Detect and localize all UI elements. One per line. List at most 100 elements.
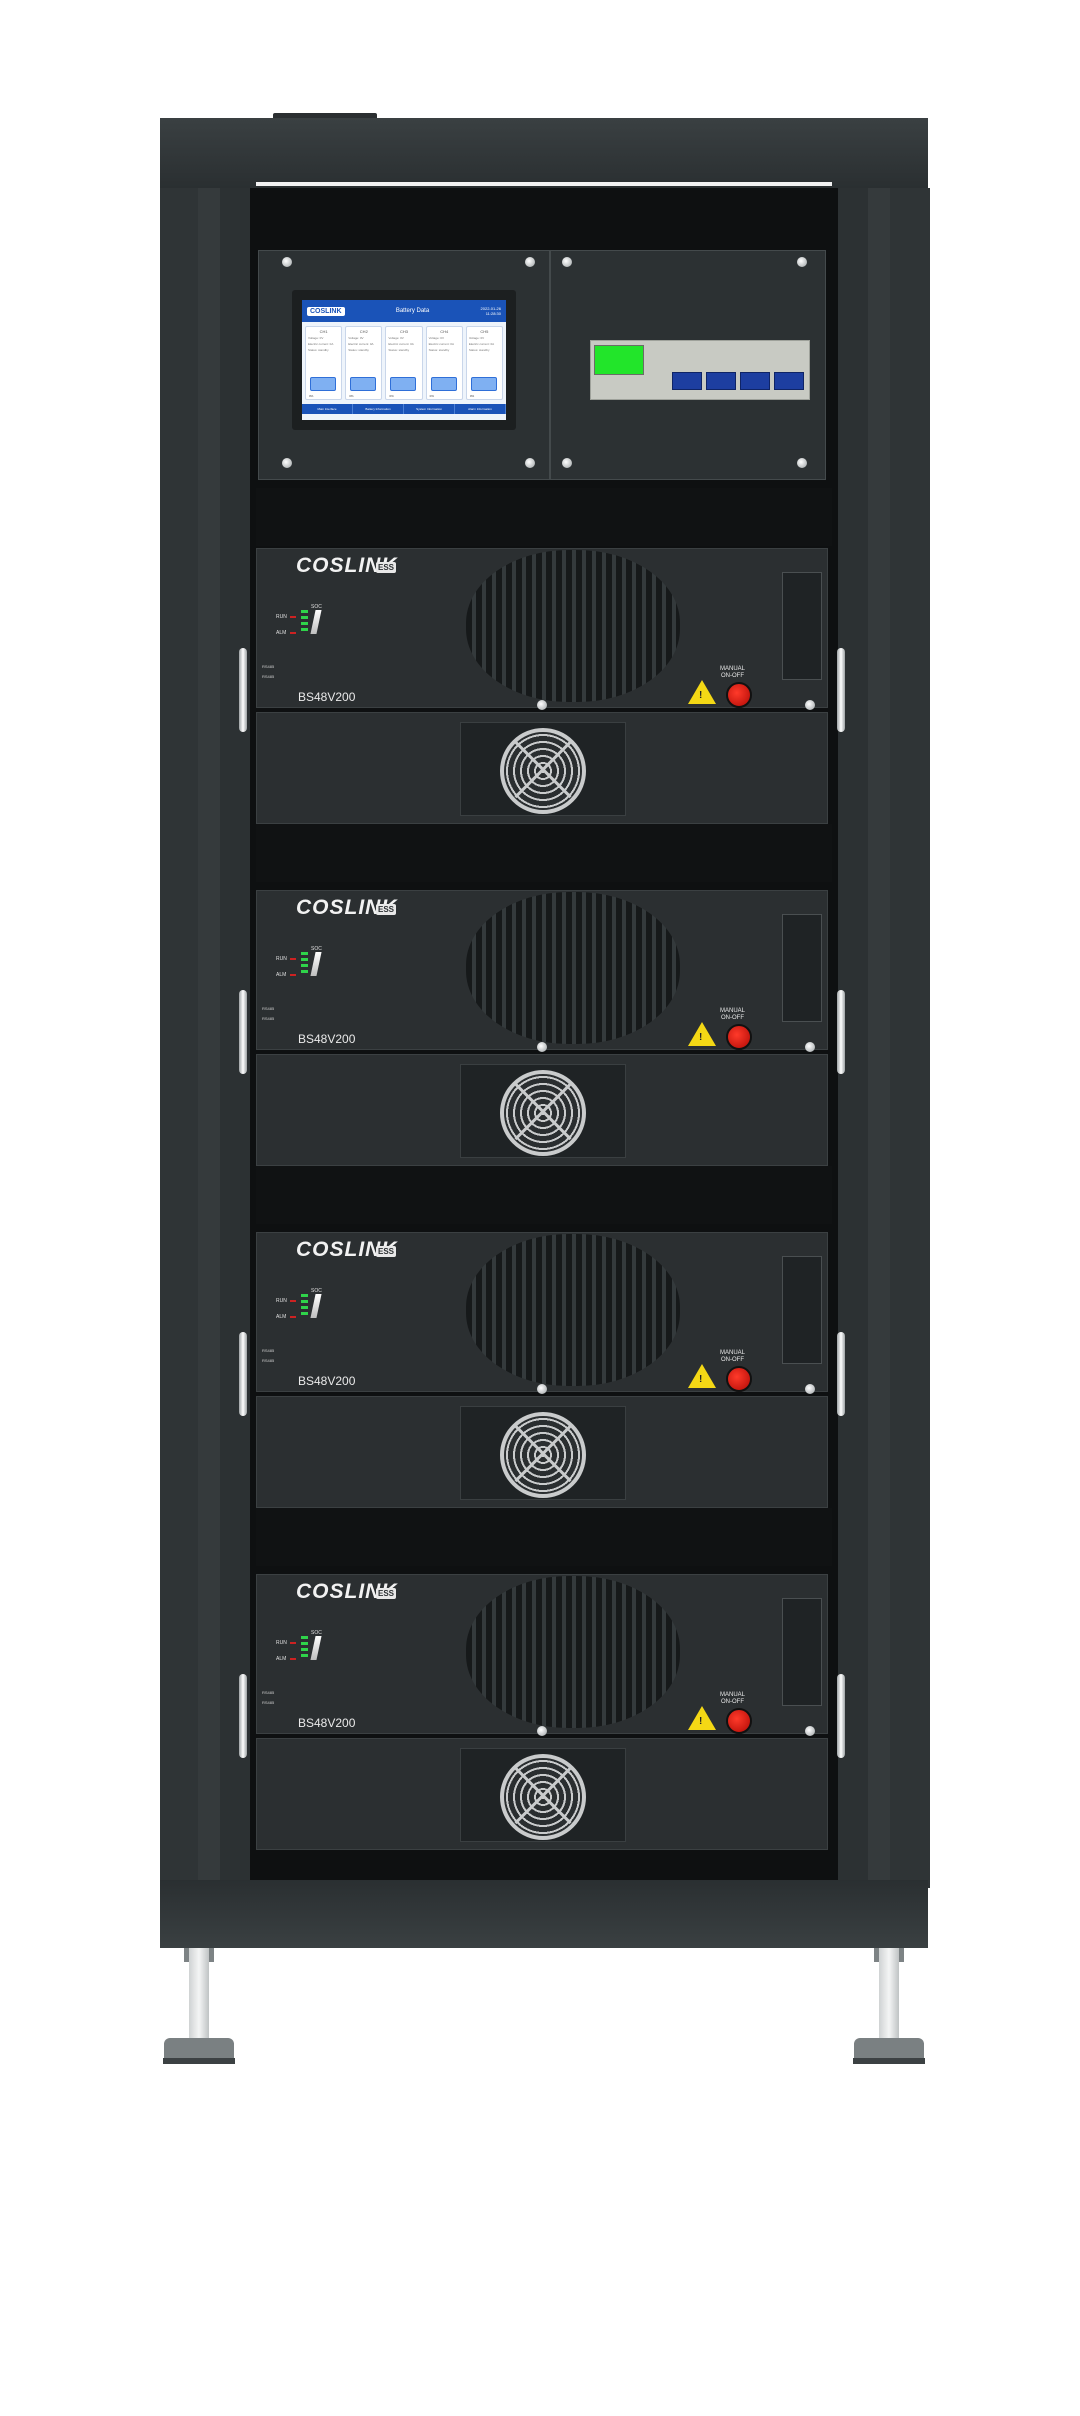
warning-symbol: ! <box>699 1032 703 1043</box>
manual-switch-label-2: ON-OFF <box>721 1015 744 1021</box>
cabinet-left-side <box>160 188 202 1888</box>
manual-switch-label-2: ON-OFF <box>721 1357 744 1363</box>
foot-base-left <box>163 2058 235 2064</box>
soc-label: SOC <box>311 1288 322 1294</box>
soc-led <box>301 616 308 619</box>
screw <box>562 458 572 468</box>
port-label: RS485 <box>262 1690 275 1695</box>
module-handle-right[interactable] <box>837 1674 845 1758</box>
cabinet-right-side <box>888 188 930 1888</box>
screw <box>537 1042 547 1052</box>
screen-time: 2022-01-26 11:28:30 <box>481 306 501 316</box>
alm-label: ALM <box>276 630 287 636</box>
card-name: CH1 <box>319 329 328 334</box>
module-handle-right[interactable] <box>837 990 845 1074</box>
card-voltage: Voltage: 0V <box>468 336 485 340</box>
manual-switch-label: MANUAL <box>720 666 746 672</box>
screen-date: 2022-01-26 <box>480 306 501 311</box>
cabinet-base <box>160 1880 928 1948</box>
alm-led <box>290 1658 296 1660</box>
alm-led <box>290 1316 296 1318</box>
module-handle-left[interactable] <box>239 1332 247 1416</box>
leg-left <box>189 1948 209 2038</box>
vent-grille <box>466 550 680 702</box>
soc-led <box>301 1642 308 1645</box>
run-led <box>290 616 296 618</box>
screw <box>537 1384 547 1394</box>
module-handle-left[interactable] <box>239 1674 247 1758</box>
card-status: Status: standby <box>428 348 450 352</box>
card-status: Status: standby <box>468 348 490 352</box>
card-status: Status: standby <box>388 348 410 352</box>
screw <box>525 458 535 468</box>
battery-card[interactable]: CH4 Voltage: 0V Electric current: 0A Sta… <box>425 326 463 400</box>
card-current: Electric current: 0A <box>468 342 495 346</box>
battery-card[interactable]: CH2 Voltage: 0V Electric current: 0A Sta… <box>345 326 383 400</box>
screen-clock: 11:28:30 <box>485 311 501 316</box>
tab-main-interface[interactable]: Main Interface <box>302 404 353 414</box>
tab-battery-information[interactable]: Battery Information <box>353 404 404 414</box>
card-status: Status: standby <box>308 348 329 352</box>
breaker-switch[interactable] <box>672 372 702 390</box>
card-name: CH4 <box>440 329 449 334</box>
module-handle-right[interactable] <box>837 1332 845 1416</box>
breaker-switch[interactable] <box>774 372 804 390</box>
brand-badge: ESS <box>376 904 397 915</box>
soc-led <box>301 964 308 967</box>
manual-on-off-button[interactable] <box>726 1024 752 1050</box>
alm-led <box>290 632 296 634</box>
screw <box>805 1726 815 1736</box>
manual-switch-label-2: ON-OFF <box>721 673 744 679</box>
warning-triangle-icon <box>688 680 716 704</box>
battery-card[interactable]: CH1 Voltage: 0V Electric current: 0A Sta… <box>305 326 343 400</box>
card-voltage: Voltage: 0V <box>308 336 324 340</box>
brand-logo: COSLINK <box>296 1238 398 1261</box>
soc-led <box>301 1312 308 1315</box>
foot-left <box>164 2038 234 2060</box>
brand-badge: ESS <box>376 1246 397 1257</box>
card-status: Status: standby <box>348 348 369 352</box>
soc-led <box>301 622 308 625</box>
warning-triangle-icon <box>688 1706 716 1730</box>
soc-led <box>301 610 308 613</box>
foot-base-right <box>853 2058 925 2064</box>
brand-badge: ESS <box>376 562 397 573</box>
screw <box>537 700 547 710</box>
screw <box>797 458 807 468</box>
battery-card[interactable]: CH3 Voltage: 0V Electric current: 0A Sta… <box>385 326 423 400</box>
card-voltage: Voltage: 0V <box>388 336 404 340</box>
soc-led <box>301 1300 308 1303</box>
run-label: RUN <box>276 956 287 962</box>
soc-led <box>301 1636 308 1639</box>
port-label: RS485 <box>262 1348 275 1353</box>
soc-led <box>301 970 308 973</box>
warning-symbol: ! <box>699 1374 703 1385</box>
card-current: Electric current: 0A <box>388 342 414 346</box>
soc-label: SOC <box>311 604 322 610</box>
screw <box>282 257 292 267</box>
card-current: Electric current: 0A <box>308 342 334 346</box>
connector-block <box>782 1598 822 1706</box>
run-led <box>290 1300 296 1302</box>
tab-alarm-information[interactable]: Alarm Information <box>455 404 506 414</box>
vent-grille <box>466 1576 680 1728</box>
breaker-switch[interactable] <box>706 372 736 390</box>
module-handle-left[interactable] <box>239 648 247 732</box>
rack-gap <box>256 824 832 882</box>
manual-switch-label: MANUAL <box>720 1008 746 1014</box>
vent-grille <box>466 892 680 1044</box>
screen-logo: COSLINK <box>307 306 345 316</box>
manual-on-off-button[interactable] <box>726 682 752 708</box>
battery-icon <box>350 377 377 391</box>
tab-system-information[interactable]: System Information <box>404 404 455 414</box>
battery-card[interactable]: CH5 Voltage: 0V Electric current: 0A Sta… <box>465 326 504 400</box>
card-name: CH3 <box>400 329 409 334</box>
touchscreen[interactable]: COSLINK Battery Data 2022-01-26 11:28:30… <box>302 300 506 420</box>
module-handle-right[interactable] <box>837 648 845 732</box>
manual-on-off-button[interactable] <box>726 1708 752 1734</box>
manual-on-off-button[interactable] <box>726 1366 752 1392</box>
module-handle-left[interactable] <box>239 990 247 1074</box>
breaker-switch[interactable] <box>740 372 770 390</box>
battery-icon <box>470 377 497 391</box>
port-label: RS485 <box>262 1358 275 1363</box>
